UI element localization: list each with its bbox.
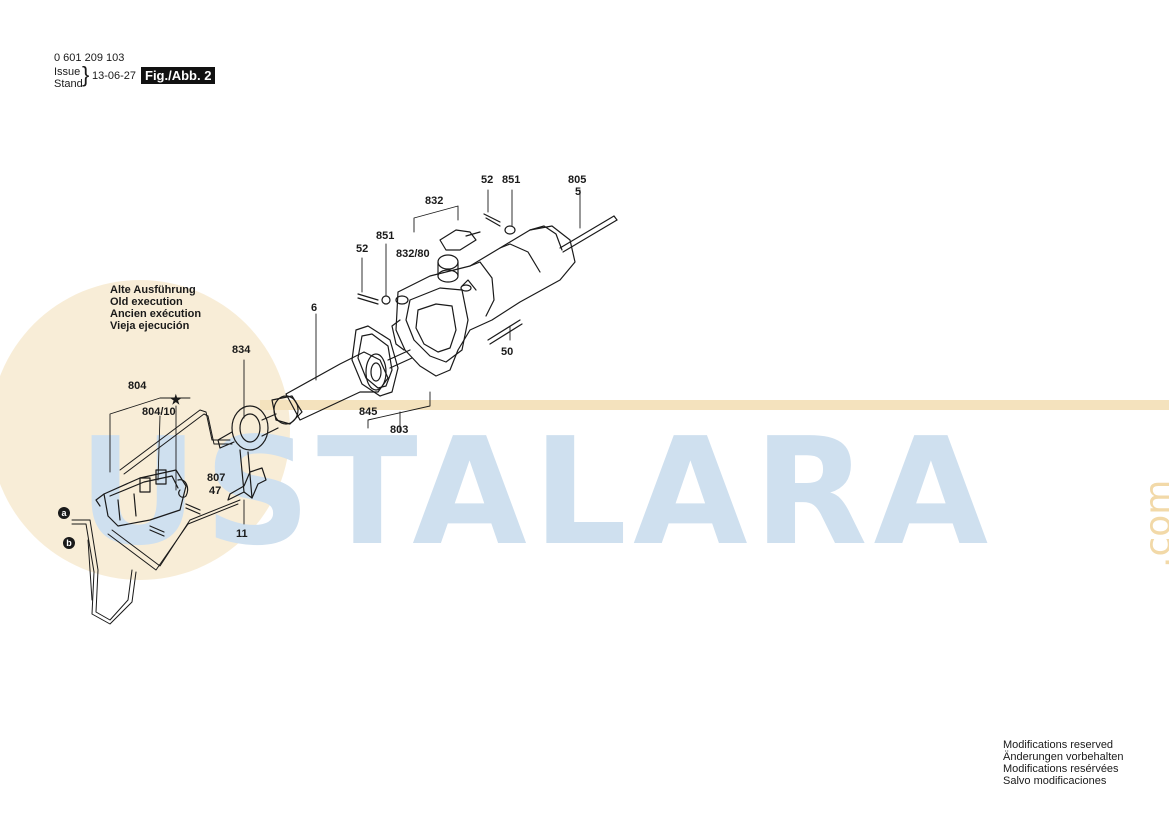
footer-line-de: Änderungen vorbehalten: [1003, 751, 1124, 763]
label-11: 11: [236, 528, 248, 540]
watermark-text: USTALARA: [78, 406, 995, 578]
label-845: 845: [359, 406, 378, 418]
label-851-left: 851: [376, 230, 395, 242]
stand-label: Stand: [54, 78, 83, 90]
marker-a: a: [58, 507, 70, 519]
watermark-circle: [0, 280, 290, 580]
brace: }: [82, 62, 90, 87]
screw-47: [185, 503, 201, 515]
leader-lines: [109, 189, 581, 525]
note-line-de: Alte Ausführung: [110, 284, 196, 296]
label-52-left: 52: [356, 243, 369, 255]
footer-line-es: Salvo modificaciones: [1003, 775, 1107, 787]
label-804: 804: [128, 380, 147, 392]
issue-label: Issue: [54, 66, 81, 78]
footer-line-fr: Modifications resérvées: [1003, 763, 1119, 775]
marker-b: b: [63, 537, 75, 549]
label-6: 6: [311, 302, 318, 314]
label-851-top: 851: [502, 174, 521, 186]
watermark-stripe: [260, 400, 1169, 410]
wiring: [71, 409, 241, 625]
label-50: 50: [501, 346, 514, 358]
note-line-fr: Ancien exécution: [110, 308, 202, 320]
issue-date: 13-06-27: [92, 70, 137, 82]
footer-line-en: Modifications reserved: [1003, 739, 1114, 751]
label-804-10: 804/10: [142, 406, 176, 418]
note-line-es: Vieja ejecución: [110, 320, 190, 332]
label-47: 47: [209, 485, 222, 497]
label-807: 807: [207, 472, 226, 484]
bearing-832-80: [437, 254, 459, 283]
screw-50: [487, 319, 523, 345]
label-832: 832: [425, 195, 444, 207]
cap-832: [439, 229, 481, 251]
fan-834: [217, 405, 279, 451]
label-5: 5: [575, 186, 582, 198]
bracket-11: [227, 449, 267, 501]
label-star: ★: [170, 392, 182, 407]
label-805: 805: [568, 174, 587, 186]
washer-851-left: [381, 295, 391, 305]
housing-5: [391, 225, 576, 377]
screw-52-left: [357, 293, 379, 305]
switch-804: [95, 469, 187, 527]
label-834: 834: [232, 344, 251, 356]
modifications-note: Modifications reserved Änderungen vorbeh…: [1003, 739, 1123, 787]
old-execution-note: Alte Ausführung Old execution Ancien exé…: [110, 284, 201, 332]
shaft-805: [559, 215, 618, 253]
part-number: 0 601 209 103: [54, 52, 125, 64]
label-52-top: 52: [481, 174, 494, 186]
label-832-80: 832/80: [396, 248, 430, 260]
spindle-6: [271, 349, 413, 425]
note-line-en: Old execution: [110, 296, 183, 308]
screw-52-top: [483, 213, 501, 227]
screw-switch: [149, 525, 165, 537]
gasket-845: [351, 325, 399, 397]
label-803: 803: [390, 424, 409, 436]
washer-851-top: [504, 225, 516, 235]
clip-807: [177, 479, 189, 498]
figure-badge: Fig./Abb. 2: [141, 67, 216, 84]
